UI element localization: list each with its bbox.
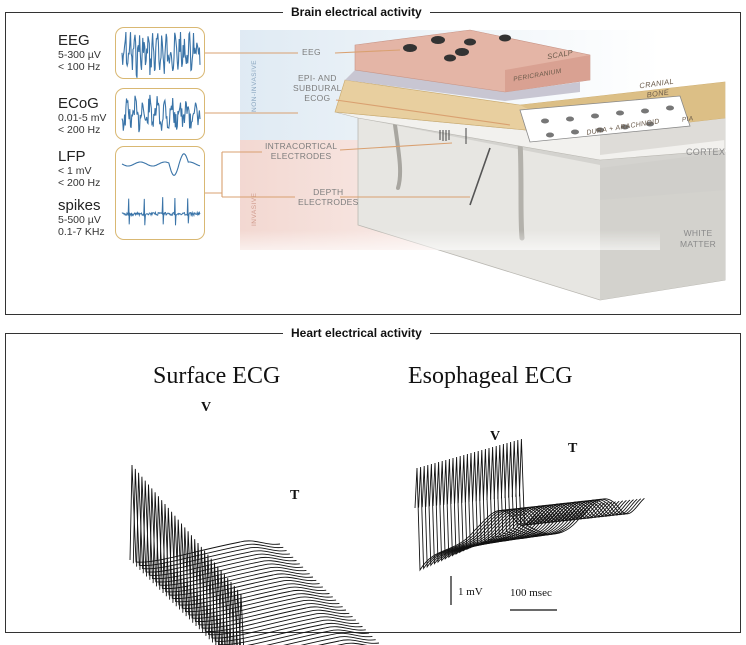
label-line: MATTER: [680, 239, 717, 250]
signal-name: EEG: [58, 32, 90, 49]
signal-amplitude: 0.01-5 mV: [58, 112, 107, 125]
ecog-signal-label: ECoG 0.01-5 mV < 200 Hz: [58, 95, 106, 136]
pericranium-layer: [345, 70, 580, 101]
connector-lines: [205, 49, 511, 198]
surface-v-wave-label: V: [201, 400, 212, 415]
signal-frequency: < 100 Hz: [58, 61, 101, 74]
intracortical-recording-label: INTRACORTICAL ELECTRODES: [265, 141, 337, 161]
label-line: WHITE: [683, 228, 713, 238]
signal-name: ECoG: [58, 95, 99, 112]
signal-frequency: < 200 Hz: [58, 177, 101, 190]
esophageal-t-wave-label: T: [568, 441, 578, 456]
label-line: ECOG: [304, 93, 331, 104]
signal-name: spikes: [58, 197, 101, 214]
esophageal-v-wave-label: V: [490, 429, 501, 444]
eeg-signal-label: EEG 5-300 µV < 100 Hz: [58, 32, 101, 73]
ecog-trace: [121, 94, 201, 133]
spikes-signal-label: spikes 5-500 µV 0.1-7 KHz: [58, 197, 105, 238]
ecog-grid-strip: [519, 95, 691, 143]
label-line: ELECTRODES: [298, 197, 359, 208]
ecog-recording-label: EPI- AND SUBDURAL ECOG: [293, 73, 342, 104]
intracortical-array: [439, 128, 467, 144]
depth-recording-label: DEPTH ELECTRODES: [298, 187, 359, 207]
signal-amplitude: 5-500 µV: [58, 214, 101, 227]
cortex-gray-layer: [358, 118, 725, 200]
time-scale-label: 100 msec: [510, 587, 552, 599]
surface-t-wave-label: T: [290, 488, 300, 503]
signal-name: LFP: [58, 148, 86, 165]
label-line: EPI- AND: [297, 73, 337, 83]
surface-ecg-title: Surface ECG: [153, 363, 281, 389]
signal-frequency: 0.1-7 KHz: [58, 226, 105, 239]
voltage-scale-label: 1 mV: [458, 586, 483, 598]
label-line: ELECTRODES: [270, 151, 332, 162]
surface-ecg-trace: [228, 581, 380, 645]
signal-frequency: < 200 Hz: [58, 124, 101, 137]
signal-amplitude: 5-300 µV: [58, 49, 101, 62]
surface-ecg-trace: [218, 570, 370, 645]
surface-ecg-trace: [222, 574, 373, 645]
label-line: SUBDURAL: [293, 83, 342, 94]
surface-ecg-waterfall: [129, 464, 380, 645]
label-line: INTRACORTICAL: [265, 141, 338, 151]
eeg-recording-label: EEG: [302, 47, 321, 57]
signal-amplitude: < 1 mV: [58, 165, 92, 178]
label-line: DEPTH: [313, 187, 344, 197]
sulcus-fold: [393, 123, 403, 190]
lfp-signal-label: LFP < 1 mV < 200 Hz: [58, 148, 100, 189]
esophageal-ecg-trace: [518, 438, 645, 535]
white-fade: [240, 230, 660, 250]
depth-electrode: [469, 147, 491, 206]
scalp-side: [505, 55, 590, 92]
brain-block-illustration: [205, 29, 726, 301]
eeg-trace: [121, 30, 201, 78]
white-matter-layer-label: WHITE MATTER: [680, 228, 716, 250]
spikes-trace: [121, 197, 201, 226]
ecog-grid-contacts: [541, 105, 674, 138]
brain-panel-title: Brain electrical activity: [283, 5, 430, 19]
esophageal-ecg-title: Esophageal ECG: [408, 363, 573, 389]
surface-ecg-trace: [215, 566, 366, 645]
eeg-electrodes: [403, 34, 511, 62]
esophageal-ecg-waterfall: [414, 438, 645, 572]
heart-panel-title: Heart electrical activity: [283, 326, 430, 340]
lfp-trace: [121, 153, 201, 176]
cortex-layer-label: CORTEX: [686, 147, 726, 157]
surface-ecg-trace: [225, 578, 376, 645]
esophageal-ecg-trace: [515, 439, 642, 536]
